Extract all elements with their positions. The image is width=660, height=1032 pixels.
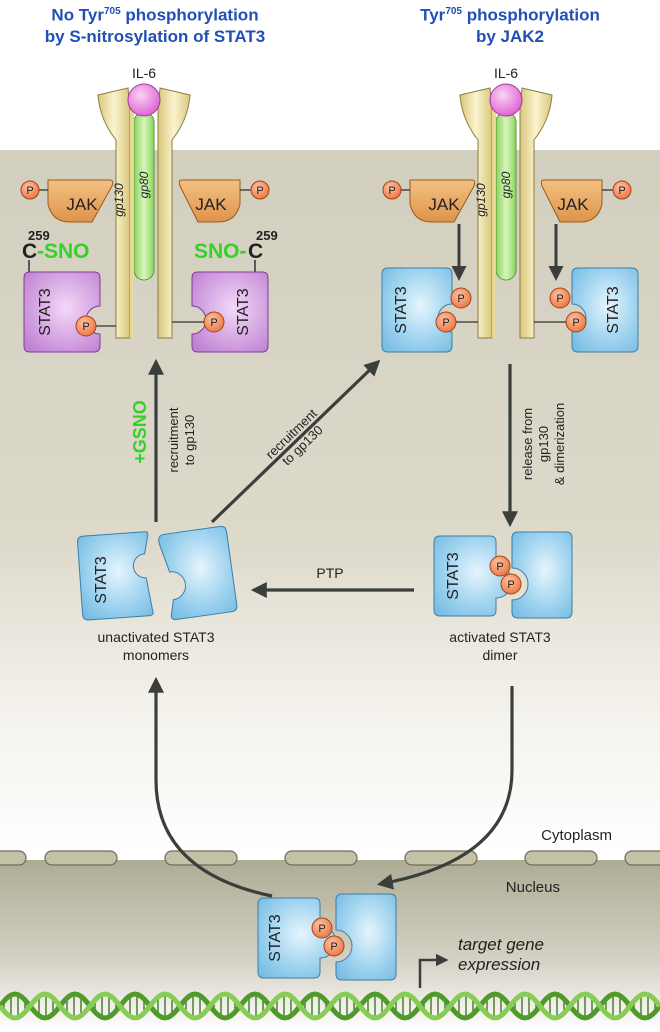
cytoplasm-region	[0, 150, 660, 855]
gp80-label: gp80	[137, 171, 151, 198]
svg-text:P: P	[82, 321, 89, 333]
left-jak-b: JAK P	[178, 179, 270, 223]
svg-text:P: P	[330, 941, 337, 953]
right-stat3-a: STAT3 P P	[381, 267, 478, 353]
target-gene-label-line1: target gene	[458, 935, 544, 954]
il6-ligand	[127, 83, 161, 117]
svg-text:STAT3: STAT3	[37, 288, 54, 336]
right-stat3-b: STAT3 P P	[534, 267, 639, 353]
svg-text:P: P	[507, 579, 514, 591]
dna-helix	[0, 991, 660, 1021]
svg-text:STAT3: STAT3	[445, 552, 462, 600]
transcription-start-arrow	[418, 953, 449, 988]
nuclear-envelope	[0, 850, 660, 866]
activated-label-line2: dimer	[482, 647, 517, 663]
left-stat3-snitrosylated-b: STAT3 P	[172, 271, 269, 353]
svg-text:STAT3: STAT3	[605, 286, 622, 334]
release-from-label: release from	[520, 408, 535, 480]
right-jak-b: JAK P	[540, 179, 632, 223]
nucleus-label: Nucleus	[506, 879, 560, 896]
right-receptor: IL-6 gp130 gp80	[459, 65, 553, 339]
left-receptor: IL-6 gp130 gp80	[97, 65, 191, 339]
right-jak-a: JAK P	[382, 179, 476, 223]
left-sno-label: 259 C -SNO	[22, 228, 90, 272]
svg-text:P: P	[496, 561, 503, 573]
right-sno-label: SNO- C 259	[194, 228, 278, 272]
svg-text:P: P	[388, 185, 395, 197]
svg-text:P: P	[556, 293, 563, 305]
svg-text:C: C	[248, 240, 263, 263]
svg-text:JAK: JAK	[195, 195, 227, 214]
ptp-label: PTP	[316, 565, 343, 581]
left-title: No Tyr705 phosphorylation by S-nitrosyla…	[44, 5, 266, 46]
il6-label: IL-6	[494, 65, 518, 81]
svg-text:259: 259	[256, 228, 278, 243]
cytoplasm-label: Cytoplasm	[541, 827, 612, 844]
svg-text:JAK: JAK	[428, 195, 460, 214]
right-title: Tyr705 phosphorylation by JAK2	[420, 5, 600, 46]
activated-label-line1: activated STAT3	[449, 629, 551, 645]
il6-label: IL-6	[132, 65, 156, 81]
svg-text:P: P	[442, 317, 449, 329]
gp130-release-label: gp130	[536, 426, 551, 462]
svg-text:STAT3: STAT3	[267, 914, 284, 962]
svg-text:259: 259	[28, 228, 50, 243]
dimerization-label: & dimerization	[552, 403, 567, 485]
svg-text:STAT3: STAT3	[93, 556, 110, 604]
gp80-label: gp80	[499, 171, 513, 198]
svg-text:C: C	[22, 240, 37, 263]
svg-text:P: P	[256, 185, 263, 197]
svg-text:P: P	[457, 293, 464, 305]
il6-ligand	[489, 83, 523, 117]
gp130-label: gp130	[474, 183, 488, 217]
left-stat3-snitrosylated-a: STAT3 P	[23, 271, 116, 353]
recruitment-label-left: recruitment	[166, 407, 181, 472]
target-gene-label-line2: expression	[458, 955, 540, 974]
svg-text:P: P	[572, 317, 579, 329]
nuclear-stat3-dimer: STAT3 P P	[257, 893, 397, 981]
activated-stat3-dimer: STAT3 P P	[433, 531, 573, 619]
nuclear-import-arrow	[376, 686, 514, 890]
svg-text:SNO-: SNO-	[194, 240, 247, 263]
svg-text:STAT3: STAT3	[235, 288, 252, 336]
dna-strand	[0, 991, 660, 1021]
unactivated-label-line2: monomers	[123, 647, 189, 663]
svg-text:P: P	[210, 317, 217, 329]
svg-text:-SNO: -SNO	[37, 240, 90, 263]
to-gp130-label-left: to gp130	[182, 415, 197, 466]
recruitment-arrow-right	[210, 359, 381, 524]
nuclear-export-arrow	[148, 676, 273, 898]
svg-text:P: P	[318, 923, 325, 935]
svg-text:JAK: JAK	[557, 195, 589, 214]
unactivated-label-line1: unactivated STAT3	[98, 629, 215, 645]
svg-text:P: P	[618, 185, 625, 197]
gp130-label: gp130	[112, 183, 126, 217]
left-jak-a: JAK P	[20, 179, 114, 223]
gsno-label: +GSNO	[130, 400, 150, 464]
unactivated-stat3-monomers: STAT3	[77, 525, 238, 621]
svg-text:JAK: JAK	[66, 195, 98, 214]
svg-text:P: P	[26, 185, 33, 197]
svg-text:STAT3: STAT3	[393, 286, 410, 334]
